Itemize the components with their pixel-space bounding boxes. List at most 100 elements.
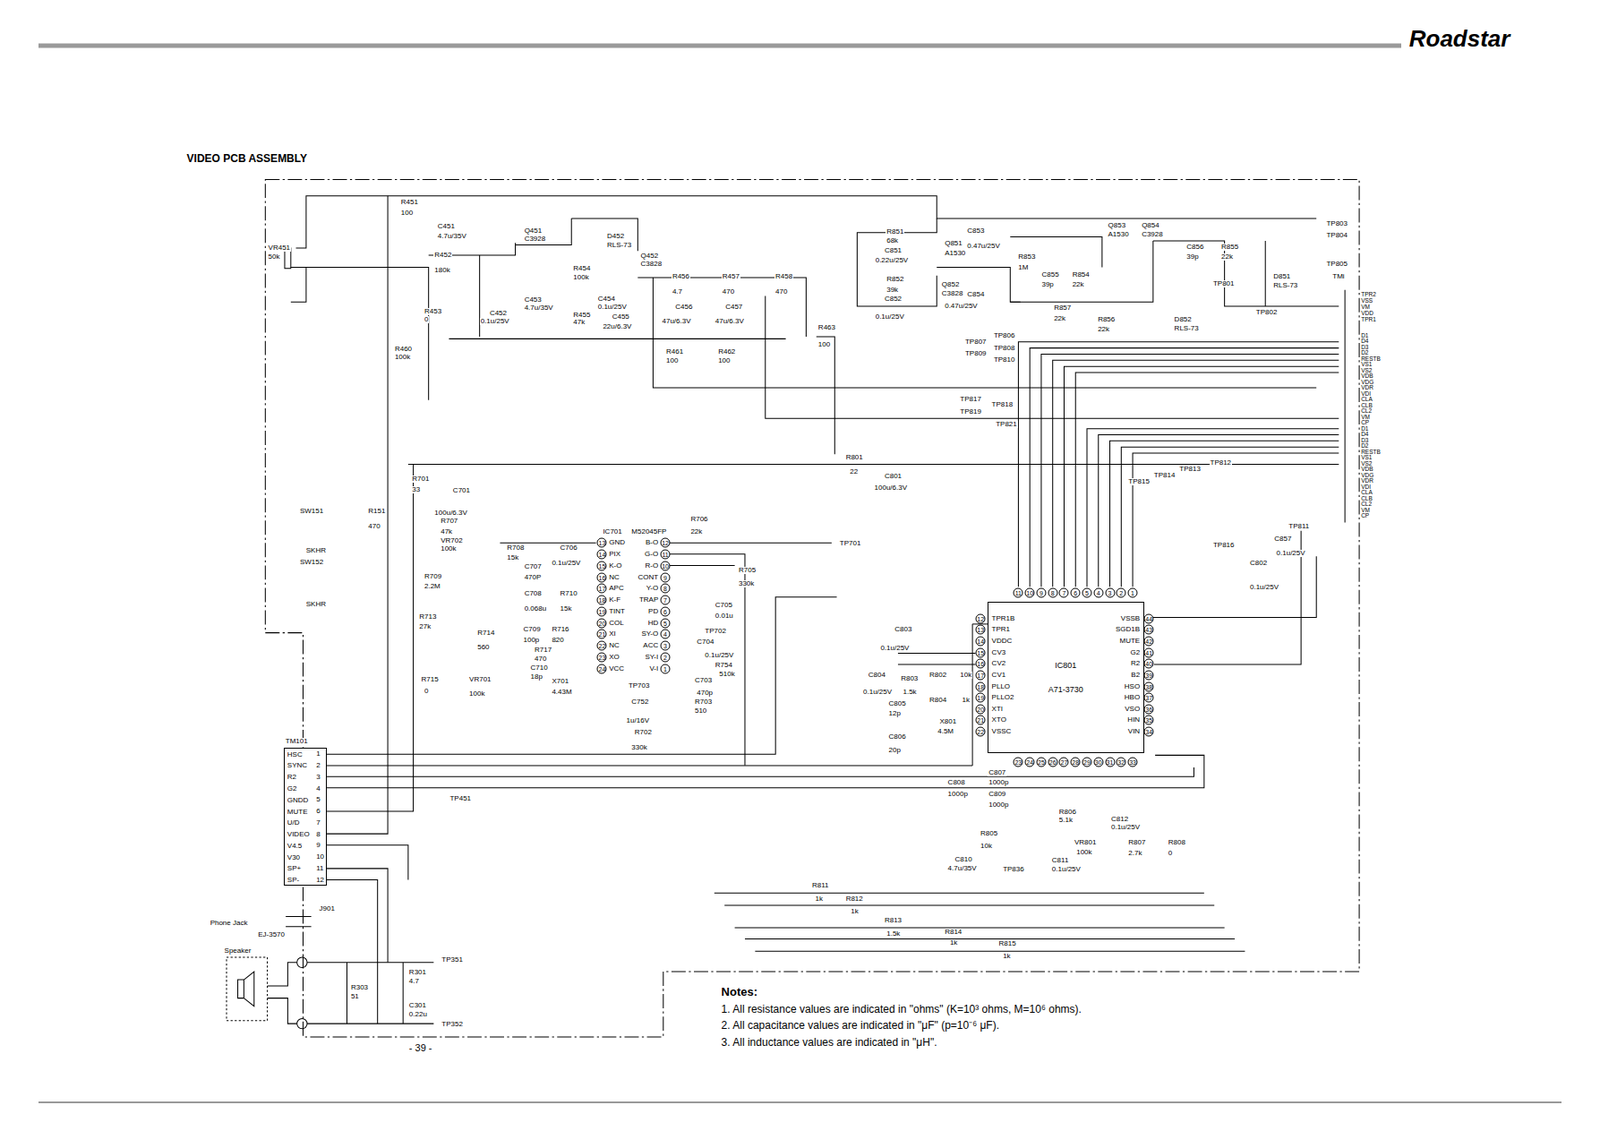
component-label: Q851 — [943, 239, 964, 248]
component-label: C852 — [883, 295, 903, 303]
connector-pin-name: CP — [1360, 513, 1370, 520]
pin-name: ACC — [641, 641, 659, 650]
component-label: 0 — [1167, 849, 1173, 857]
component-label: C811 — [1051, 856, 1070, 865]
box-text: GNDD — [286, 796, 310, 805]
component-label: Speaker — [223, 947, 253, 955]
pin-number: 30 — [1093, 757, 1104, 768]
connector-pin-name: VSS — [1360, 298, 1374, 305]
wire — [1153, 556, 1317, 617]
pin-number: 4 — [1093, 588, 1104, 599]
component-label: 0.22u — [408, 1010, 428, 1019]
wire — [856, 218, 937, 307]
pin-number: 36 — [1144, 703, 1155, 714]
component-label: C3928 — [1140, 231, 1164, 239]
component-label: VR701 — [468, 675, 492, 684]
component-label: C704 — [695, 638, 715, 646]
component-label: R807 — [1127, 838, 1147, 847]
wire — [326, 845, 409, 881]
box-text: MUTE — [286, 808, 309, 816]
component-label: R801 — [845, 453, 865, 462]
pin-number: 17 — [597, 583, 608, 594]
component-label: 470P — [523, 573, 543, 582]
component-label: 50k — [267, 253, 282, 261]
component-label: 22k — [1052, 315, 1067, 323]
pin-name: B2 — [1129, 671, 1141, 679]
test-point-label: TP702 — [703, 627, 728, 635]
component-label: R852 — [885, 275, 905, 283]
component-label: CV3 — [991, 649, 1008, 657]
component-label: PLLO2 — [991, 693, 1016, 702]
component-label: 180k — [433, 266, 451, 274]
component-label: R707 — [439, 517, 459, 525]
pin-name: VIN — [1127, 727, 1141, 736]
component-label: SKHR — [305, 600, 327, 608]
component-label: 0.1u/25V — [597, 303, 628, 311]
component-label: 1 — [315, 750, 321, 758]
page-number: - 39 - — [408, 1043, 434, 1053]
component-label: TMi — [1331, 273, 1345, 281]
terminal-symbol — [297, 1018, 308, 1028]
component-label: 100u/6.3V — [433, 509, 468, 517]
test-point-label: TP801 — [1212, 280, 1236, 288]
test-point-label: TP804 — [1325, 231, 1349, 240]
pin-number: 27 — [1059, 757, 1070, 768]
wire — [936, 267, 1020, 303]
component-label: 51 — [350, 992, 360, 1001]
component-label: 4.7u/35V — [436, 232, 468, 240]
component-label: R453 — [423, 308, 443, 316]
component-label: 100 — [665, 357, 679, 365]
wire — [326, 767, 1195, 777]
pin-number: 44 — [1144, 613, 1155, 624]
component-label: R815 — [998, 940, 1018, 948]
component-label: VR702 — [439, 537, 463, 545]
pin-number: 24 — [1025, 757, 1036, 768]
pin-number: 3 — [1104, 588, 1115, 599]
component-label: R710 — [559, 590, 579, 598]
connector-pin-name: VDD — [1360, 310, 1375, 317]
box-text: R2 — [286, 773, 298, 781]
component-label: 5.1k — [1058, 816, 1074, 824]
component-label: 0.1u/25V — [1249, 583, 1280, 591]
connector-pin-name: TPR1 — [1360, 316, 1378, 323]
component-label: X801 — [938, 718, 958, 726]
wire — [1041, 353, 1339, 587]
component-label: R702 — [633, 728, 653, 736]
component-label: R851 — [885, 228, 905, 236]
pin-number: 19 — [975, 693, 986, 703]
component-label: R717 — [533, 646, 553, 654]
test-point-label: TP352 — [440, 1020, 464, 1028]
component-label: 68k — [885, 237, 899, 245]
pin-number: 4 — [660, 629, 671, 640]
component-label: R814 — [943, 928, 963, 936]
pin-number: 8 — [1047, 588, 1058, 599]
pin-name: HSO — [1123, 683, 1141, 691]
test-point-label: TP821 — [994, 420, 1019, 428]
component-label: 0.1u/25V — [1051, 865, 1082, 873]
component-label: R456 — [671, 273, 691, 281]
pin-number: 19 — [597, 606, 608, 617]
wire — [326, 196, 388, 834]
pin-number: 13 — [597, 538, 608, 548]
pin-number: 6 — [660, 606, 671, 617]
component-label: 20p — [888, 746, 902, 754]
component-label: C857 — [1273, 535, 1292, 543]
component-label: C810 — [954, 855, 974, 864]
test-point-label: TP814 — [1153, 471, 1177, 480]
test-point-label: TP813 — [1178, 465, 1202, 473]
component-label: SW152 — [299, 558, 325, 566]
component-label: R151 — [367, 507, 386, 515]
test-point-label: TPR1 — [991, 625, 1011, 634]
component-label: 100p — [522, 636, 541, 644]
component-label: 1000p — [987, 801, 1010, 809]
component-label: J901 — [318, 905, 336, 913]
test-point-label: TPR1B — [991, 615, 1017, 623]
pin-number: 12 — [975, 613, 986, 624]
pin-name: VSO — [1123, 705, 1141, 713]
component-label: R463 — [817, 324, 837, 332]
pin-number: 35 — [1144, 715, 1155, 726]
component-label: R451 — [400, 198, 420, 206]
pin-number: 1 — [1128, 588, 1138, 599]
pin-number: 43 — [1144, 624, 1155, 635]
pin-number: 38 — [1144, 681, 1155, 692]
